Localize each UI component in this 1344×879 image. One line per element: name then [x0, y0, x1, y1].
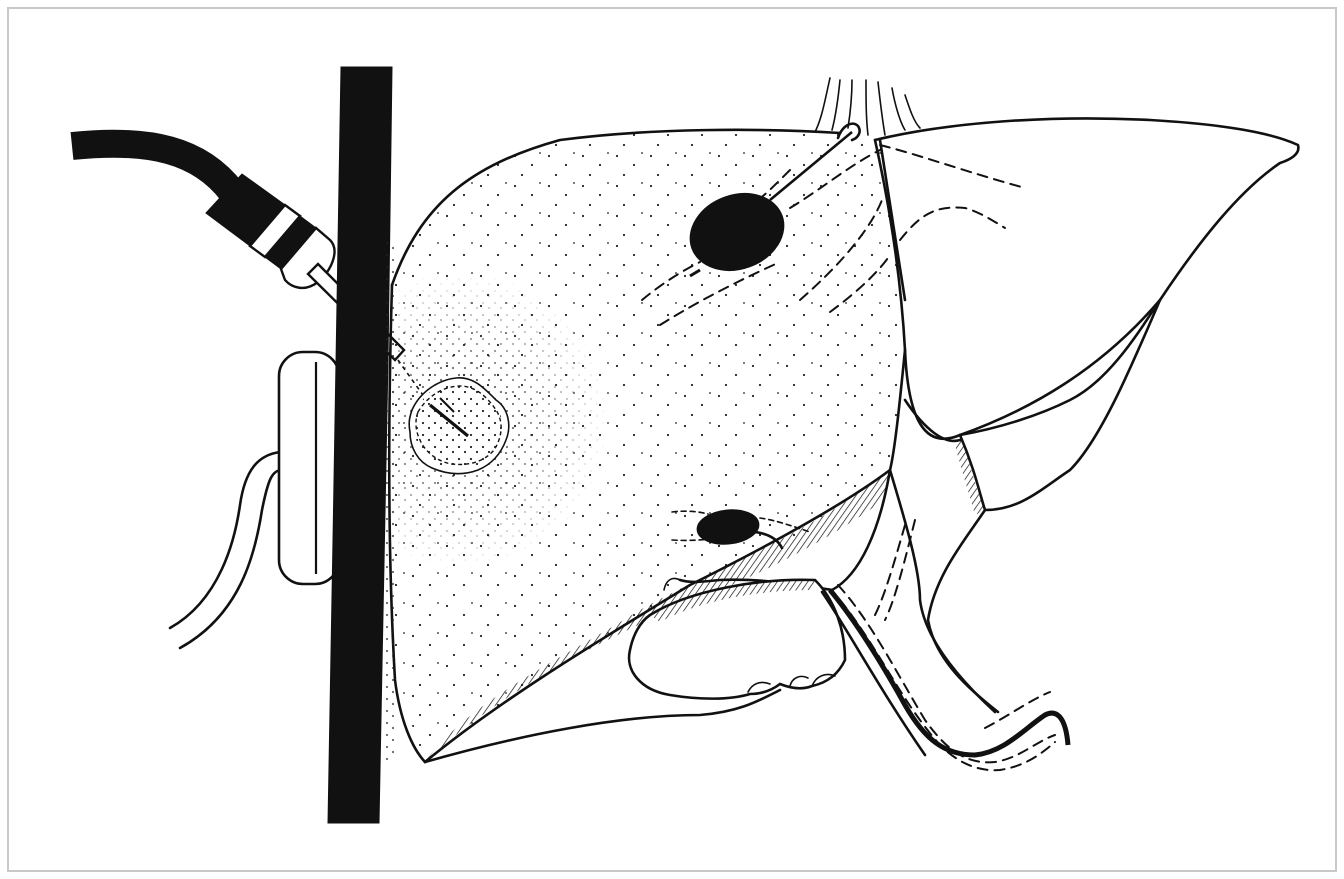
abdominal-wall — [328, 67, 392, 823]
falciform-ligament — [890, 350, 998, 712]
hepatic-veins-top — [815, 78, 920, 140]
liver-left-lobe — [875, 118, 1298, 515]
common-bile-duct — [822, 520, 1068, 770]
ultrasound-probe-cable — [72, 144, 232, 192]
wall-shading — [384, 240, 396, 760]
skin-electrode-pad — [170, 352, 339, 648]
